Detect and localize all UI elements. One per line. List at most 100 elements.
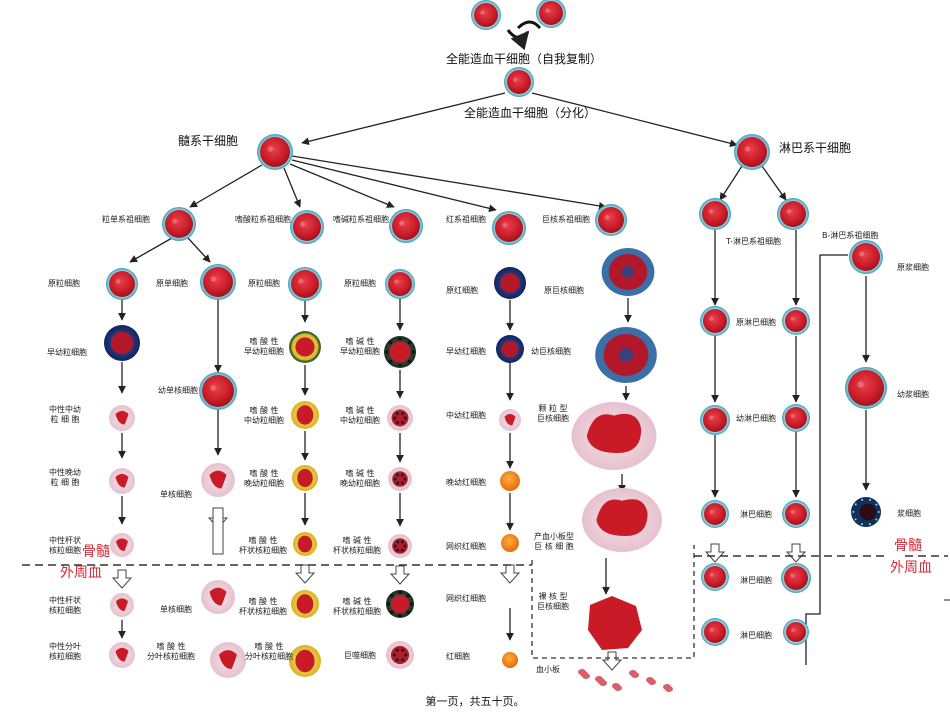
ery-blood-arrow — [499, 564, 521, 584]
lymphocyte-blood2-cell — [701, 618, 729, 646]
t-progenitor-cell — [699, 198, 731, 230]
right-blood-zone-label: 外周血 — [890, 560, 932, 576]
myeloid-stem-label: 髓系干细胞 — [178, 134, 239, 148]
platelet-producing-cell — [582, 488, 662, 552]
megakaryocyte-progenitor-label: 巨核系祖细胞 — [542, 215, 590, 224]
lymphocyte-2-blood1-cell — [781, 563, 811, 593]
megakaryoblast-label: 原巨核细胞 — [544, 286, 584, 295]
erythrocyte-label: 红细胞 — [446, 652, 470, 661]
arrow-to-myeloid — [301, 92, 506, 146]
arrow-to-ery — [291, 159, 497, 213]
pronormoblast-label: 原红细胞 — [446, 286, 478, 295]
t2-blood-arrow — [785, 543, 807, 563]
platelet-dot — [599, 680, 607, 686]
eos-myeloblast-label: 原粒细胞 — [248, 279, 280, 288]
prolymphocyte-label: 幼淋巴细胞 — [736, 414, 776, 423]
platelet-dot — [631, 672, 639, 678]
self-renew-arrow — [506, 29, 530, 51]
lymphoblast-cell — [700, 306, 730, 336]
baso-band-marrow-label: 嗜 碱 性 杆状核粒细胞 — [333, 536, 381, 555]
eos-progenitor-cell — [290, 210, 324, 244]
left-marrow-zone-label: 骨髓 — [82, 544, 110, 560]
neutro-blood-arrow — [111, 569, 133, 589]
prolymphocyte-cell — [700, 405, 730, 435]
monocyte-marrow-cell — [201, 463, 235, 497]
eos-promyelocyte-cell — [289, 331, 321, 363]
monocyte-marrow-label: 单核细胞 — [160, 490, 192, 499]
neutro-metamyelocyte-cell — [109, 468, 135, 494]
polychromatic-normoblast-cell — [499, 409, 521, 431]
baso-promyelocyte-label: 嗜 碱 性 早幼粒细胞 — [340, 337, 380, 356]
eos-band-marrow-cell — [293, 532, 317, 556]
naked-nucleus-megakaryocyte-label: 裸 核 型 巨核细胞 — [537, 592, 569, 611]
lymphocyte-blood1-cell — [701, 563, 729, 591]
platelet-dot — [648, 679, 656, 685]
eos-band-marrow-label: 嗜 酸 性 杆状核粒细胞 — [239, 536, 287, 555]
platelet-boundary — [531, 545, 695, 659]
promegakaryocyte-label: 幼巨核细胞 — [531, 347, 571, 356]
baso-promyelocyte-cell — [384, 336, 416, 368]
lymphocyte-marrow-cell — [701, 500, 729, 528]
myeloid-stem-cell — [257, 134, 293, 170]
arrow-to-lymphoid — [531, 92, 738, 148]
platelet-dot — [665, 686, 673, 692]
macrophage-cell — [386, 641, 414, 669]
b-lineage-connector — [805, 254, 848, 665]
mono-blood-stem — [212, 507, 224, 555]
baso-band-blood-cell — [386, 590, 414, 618]
baso-myelocyte-label: 嗜 碱 性 中幼粒细胞 — [340, 406, 380, 425]
baso-band-blood-label: 嗜 碱 性 杆状核粒细胞 — [333, 597, 381, 616]
stem-cell-differentiate — [504, 67, 534, 97]
neutrophil-band-blood-label: 中性杆状 核粒细胞 — [49, 596, 81, 615]
baso-myeloblast-label: 原粒细胞 — [344, 279, 376, 288]
t-lymph-progenitor-label: T-淋巴系祖细胞 — [726, 237, 782, 246]
platelet-producing-megakaryocyte-label: 产血小板型 巨 核 细 胞 — [534, 532, 574, 551]
platelet-dot — [614, 685, 622, 691]
page-footer: 第一页，共五十页。 — [425, 695, 525, 708]
lymphocyte-2-marrow-cell — [782, 500, 810, 528]
stem-cell-self-2 — [536, 0, 566, 28]
arrow-to-mega — [291, 155, 607, 210]
polychromatic-normoblast-label: 中幼红细胞 — [446, 411, 486, 420]
lymphocyte-marrow-label: 淋巴细胞 — [740, 510, 772, 519]
eos-metamyelocyte-cell — [292, 465, 318, 491]
b-lymph-progenitor-label: B-淋巴系祖细胞 — [822, 231, 879, 240]
stem-cell-self-1 — [471, 0, 501, 30]
macrophage-label: 巨噬细胞 — [344, 651, 376, 660]
neutrophil-segmented-label: 中性分叶 核粒细胞 — [49, 642, 81, 661]
mega-progenitor-cell — [595, 204, 627, 236]
monocyte-blood-label: 单核细胞 — [160, 605, 192, 614]
eos-myelocyte-label: 嗜 酸 性 中幼粒细胞 — [244, 406, 284, 425]
eos-myeloblast-cell — [288, 267, 322, 301]
promegakaryocyte-cell — [595, 327, 657, 383]
baso-myelocyte-cell — [387, 405, 413, 431]
monocyte-blood-cell — [201, 580, 235, 614]
basophilic-normoblast-label: 早幼红细胞 — [446, 347, 486, 356]
arrow-gm-mono — [187, 237, 211, 263]
lymphoblast-2-cell — [782, 307, 810, 335]
plasmacyte-cell — [851, 497, 881, 527]
left-blood-zone-label: 外周血 — [60, 565, 102, 581]
neutrophil-promyelocyte-label: 早幼粒细胞 — [47, 348, 87, 357]
proplasmacyte-cell — [845, 367, 887, 409]
lymphoid-stem-label: 淋巴系干细胞 — [779, 141, 852, 155]
eos-band-blood-label: 嗜 酸 性 杆状核粒细胞 — [239, 597, 287, 616]
neutro-myeloblast-cell — [106, 268, 138, 300]
platelet-release-arrow — [601, 651, 623, 671]
plasmablast-label: 原浆细胞 — [897, 263, 929, 272]
eos-segmented-cell — [289, 645, 321, 677]
eos-band-blood-cell — [291, 590, 319, 618]
neutro-segmented-cell — [109, 642, 135, 668]
erythroid-progenitor-label: 红系祖细胞 — [446, 215, 486, 224]
reticulocyte-marrow-label: 网织红细胞 — [446, 542, 486, 551]
neutro-promyelocyte-cell — [104, 325, 140, 361]
baso-blood-arrow — [389, 565, 411, 585]
eosinophil-progenitor-label: 嗜酸粒系祖细胞 — [235, 215, 291, 224]
segmented-eos-smear-cell — [210, 642, 246, 678]
arrow-to-t — [719, 165, 743, 201]
baso-myeloblast-cell — [385, 269, 415, 299]
baso-band-marrow-cell — [388, 534, 412, 558]
right-marrow-zone-label: 骨髓 — [894, 538, 922, 554]
